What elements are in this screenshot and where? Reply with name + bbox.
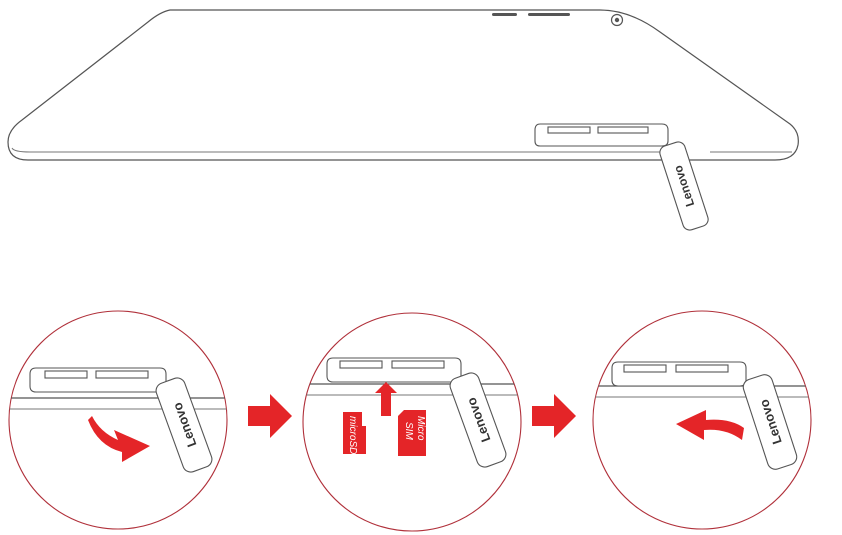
speaker-grille-right xyxy=(528,13,570,16)
tablet-body-outline xyxy=(8,10,798,160)
micro-sim-card: Micro SIM xyxy=(398,410,426,456)
next-step-arrow-2-icon xyxy=(532,394,576,438)
tablet-edge-line xyxy=(12,148,665,152)
next-step-arrow-1-icon xyxy=(248,394,292,438)
step-1-open-cover: Lenovo xyxy=(0,311,240,529)
speaker-grille-left xyxy=(492,13,517,16)
micro-sim-label-line-2: SIM xyxy=(403,422,414,440)
slot-cover-tab: Lenovo xyxy=(658,140,710,232)
step-2-insert-cards: Lenovo microSD Micro SIM xyxy=(300,313,530,531)
microsd-label: microSD xyxy=(347,416,358,454)
step-3-close-cover: Lenovo xyxy=(590,311,820,529)
micro-sim-label-line-1: Micro xyxy=(415,416,426,441)
tablet-overview: Lenovo xyxy=(8,10,798,232)
